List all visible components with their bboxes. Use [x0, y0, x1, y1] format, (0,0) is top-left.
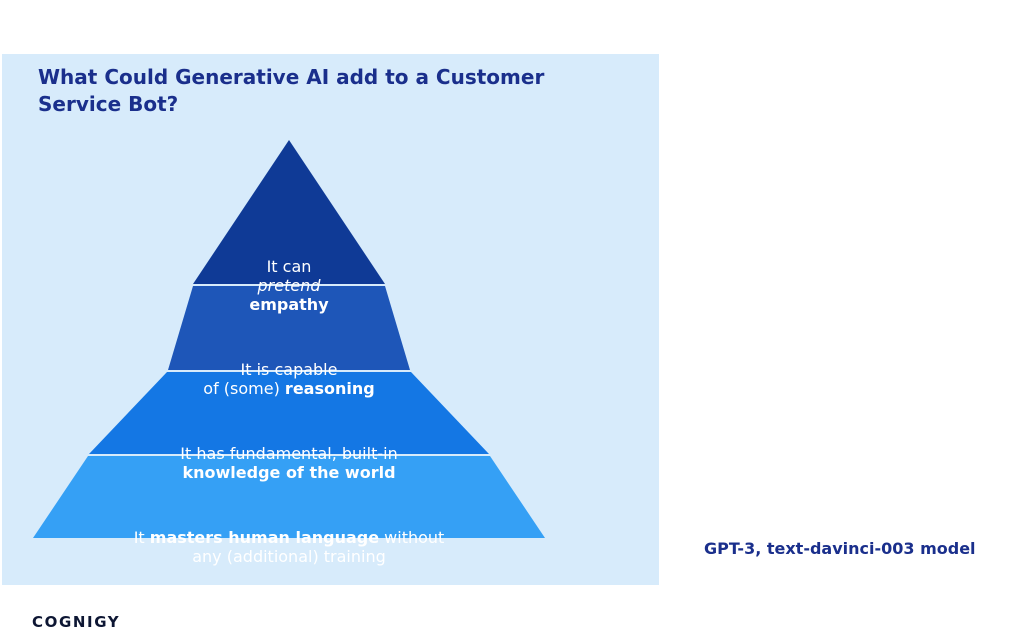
tier-text-line: empathy	[189, 295, 389, 314]
tier-text-run: pretend	[257, 276, 321, 295]
tier-text-run: It	[133, 528, 150, 547]
tier-text-run: It has fundamental, built-in	[180, 444, 398, 463]
model-caption: GPT-3, text-davinci-003 model	[704, 539, 976, 558]
tier-text-run: knowledge of the world	[182, 463, 396, 482]
tier-text-line: It masters human language without	[79, 528, 499, 547]
tier-text-line: of (some) reasoning	[139, 379, 439, 398]
tier-text-run: reasoning	[284, 379, 375, 398]
tier-text-line: It can	[189, 257, 389, 276]
slide-title: What Could Generative AI add to a Custom…	[38, 65, 545, 116]
tier-text-run: of (some)	[203, 379, 285, 398]
tier-text-run: It is capable	[240, 360, 338, 379]
pyramid-tier-base	[33, 456, 545, 538]
tier-text-run: without	[379, 528, 445, 547]
tier-text-line: It is capable	[139, 360, 439, 379]
tier-text-run: empathy	[249, 295, 329, 314]
tier-text-run: any (additional) training	[192, 547, 386, 566]
tier-text-line: any (additional) training	[79, 547, 499, 566]
cognigy-logo: COGNIGY	[32, 613, 121, 631]
tier-text-line: pretend	[189, 276, 389, 295]
tier-text-line: knowledge of the world	[104, 463, 474, 482]
tier-text-run: It can	[266, 257, 312, 276]
tier-text-run: masters human language	[149, 528, 380, 547]
tier-text-line: It has fundamental, built-in	[104, 444, 474, 463]
pyramid-tier-upper-middle	[168, 286, 410, 370]
pyramid-shape	[33, 140, 545, 538]
pyramid-tier-top	[193, 140, 385, 284]
slide-panel: What Could Generative AI add to a Custom…	[2, 54, 659, 631]
pyramid-tier-lower-middle	[89, 372, 489, 454]
